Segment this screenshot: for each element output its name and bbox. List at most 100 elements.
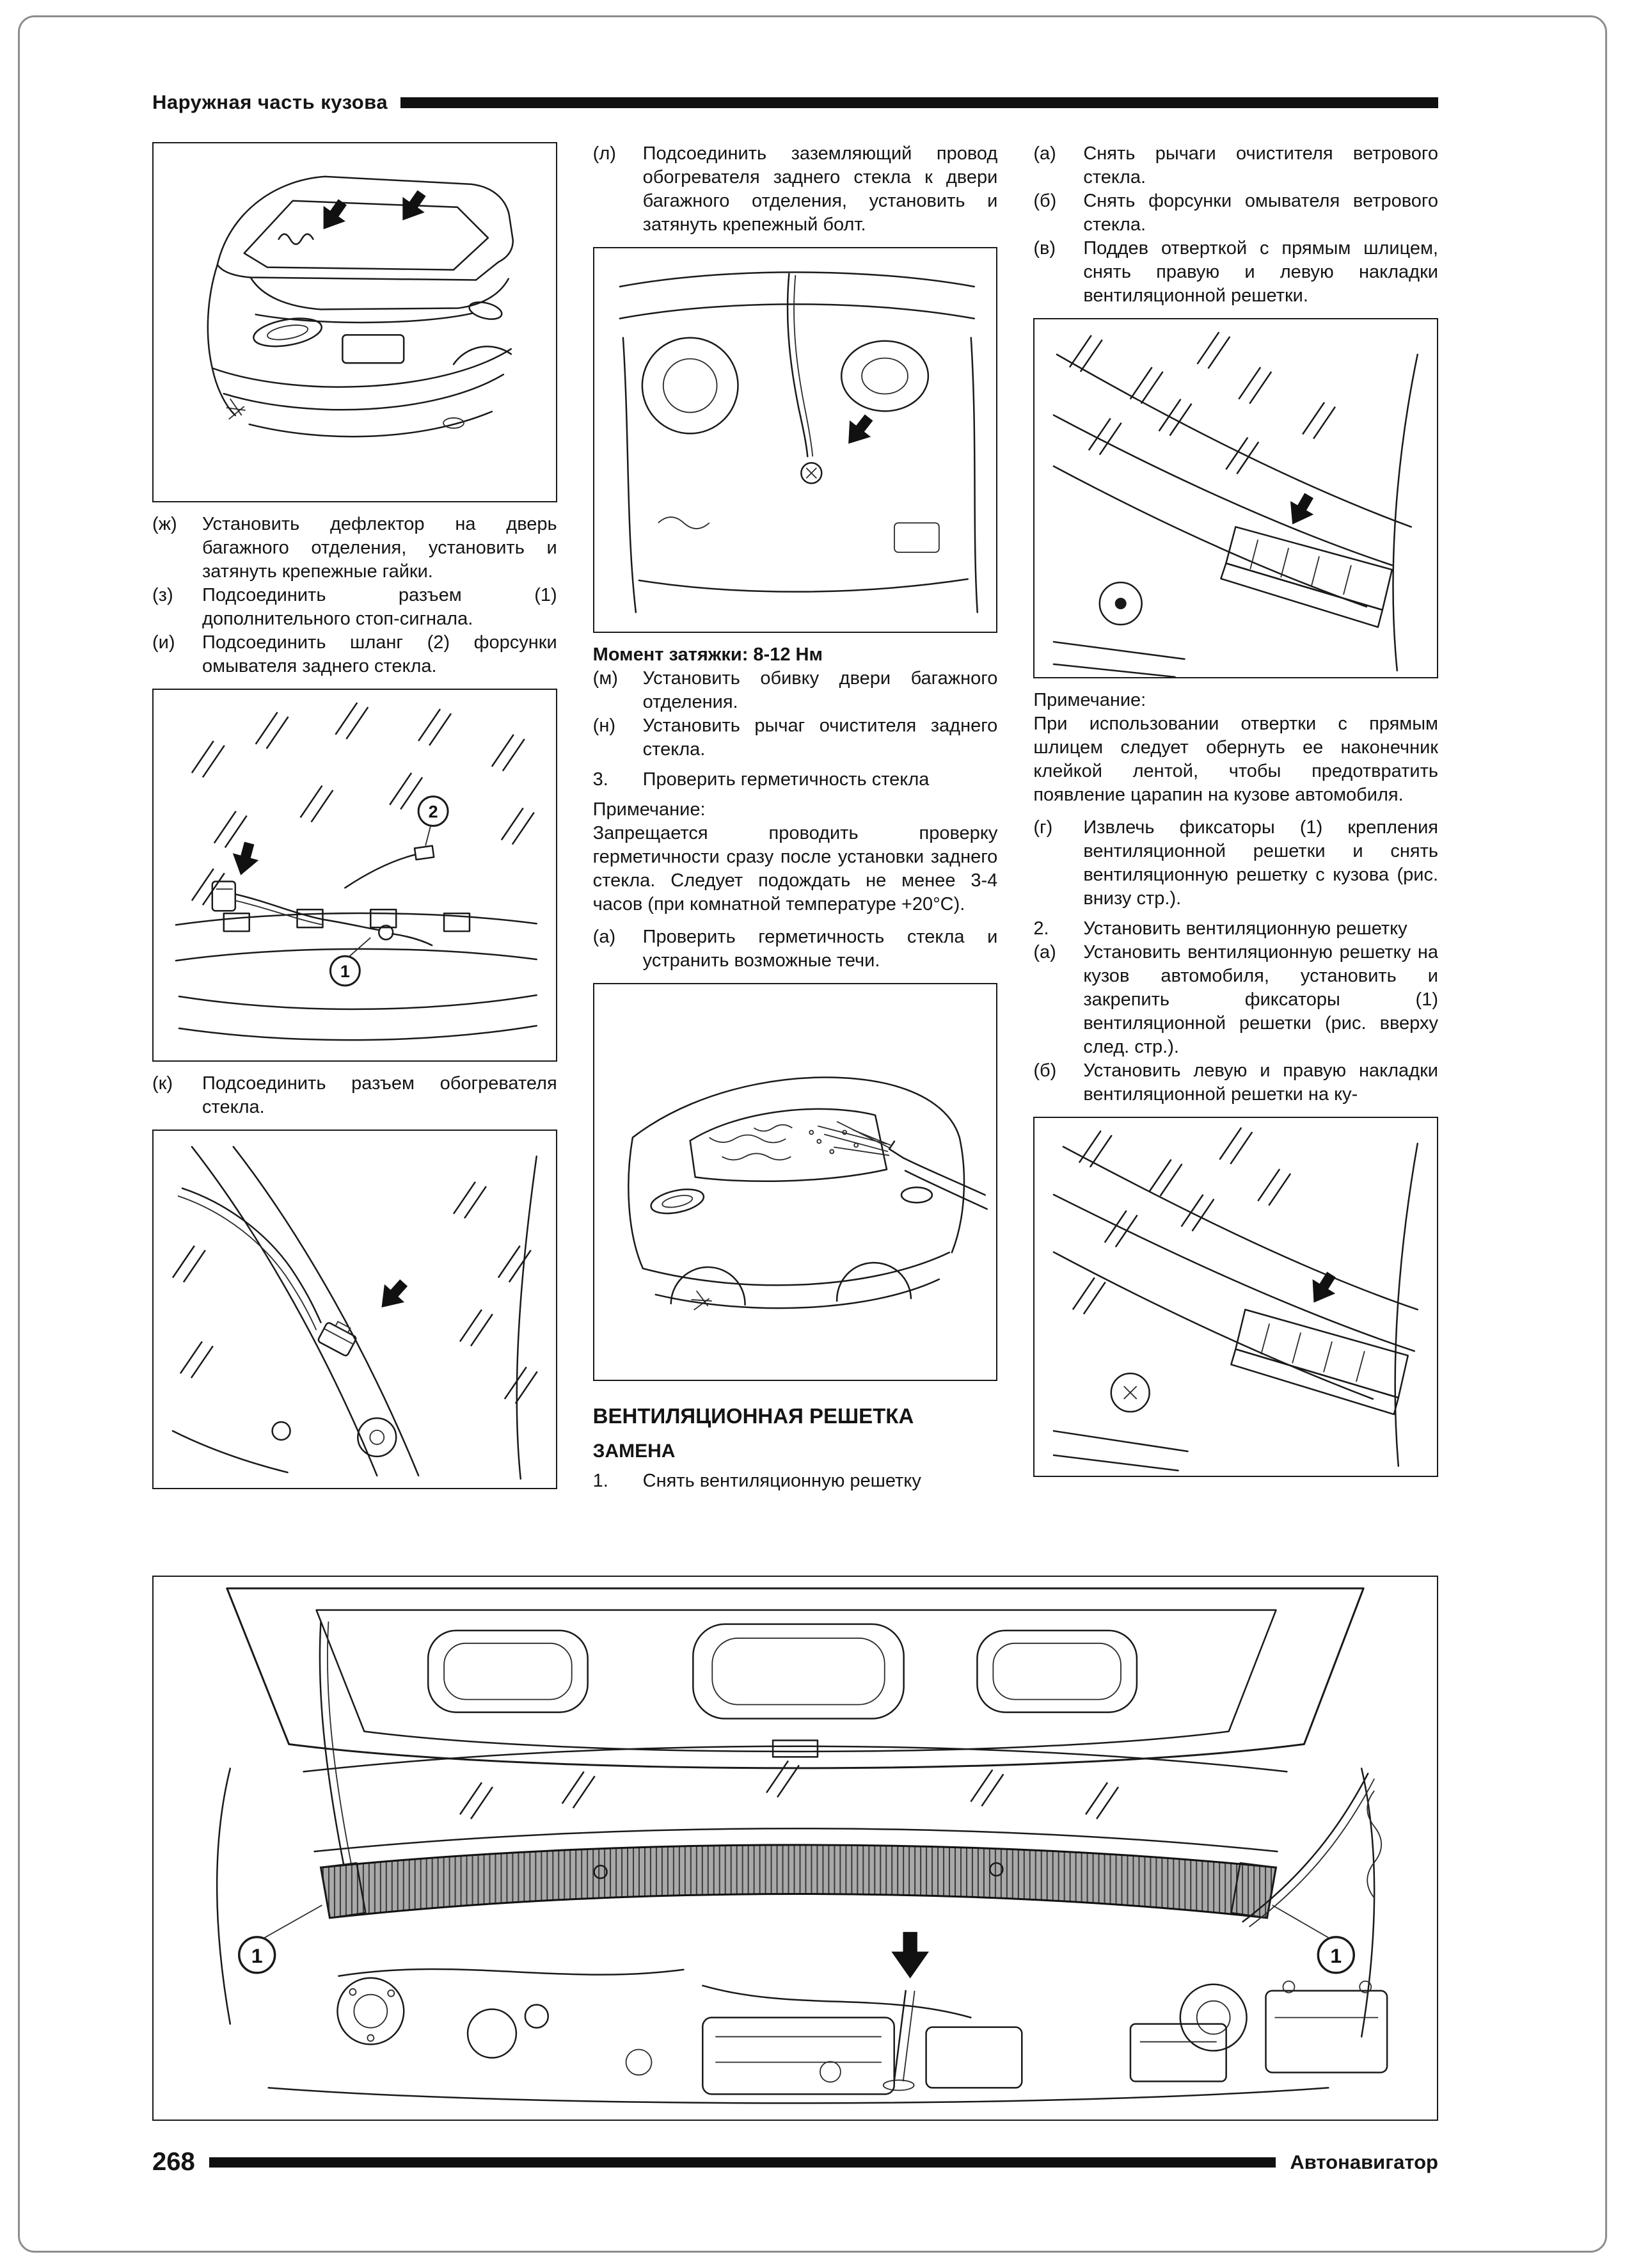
page-number: 268 (152, 2148, 195, 2176)
list-item: (г) Извлечь фиксаторы (1) крепления венти… (1033, 816, 1438, 911)
footer-rule-bar (209, 2157, 1276, 2168)
illustration-water-leak-test (627, 1076, 988, 1311)
illustration-car-rear-open-hatch (207, 175, 514, 438)
subsection-title: ЗАМЕНА (592, 1441, 676, 1462)
column-1: (ж)Установить дефлектор на дверь багажно… (152, 142, 557, 1499)
item-label: (л) (592, 143, 616, 164)
list-item: (н) Установить рычаг очистителя заднего с… (593, 714, 998, 762)
footer-brand: Автонавигатор (1290, 2150, 1438, 2173)
arrow-icon (837, 409, 880, 452)
content-columns: (ж)Установить дефлектор на дверь багажно… (152, 142, 1438, 1499)
list-item: (б)Снять форсунки омывателя ветрового ст… (1033, 189, 1438, 237)
item-text: Извлечь фиксаторы (1) крепления вентиляц… (1083, 817, 1438, 909)
arrow-icon (1281, 488, 1321, 531)
stop-signal-connector (211, 880, 236, 912)
figure-defogger-connector (152, 1129, 557, 1490)
step-text: Установить вентиляционную решетку (1083, 918, 1407, 939)
callout-circle (417, 795, 449, 827)
ventilation-grille (319, 1844, 1278, 1919)
list-item: (з) Подсоединить разъем (1) дополнительно… (152, 584, 557, 631)
arrow-icon (891, 1931, 929, 1979)
list-item: (м) Установить обивку двери багажного отд… (593, 667, 998, 714)
item-text: Подсоединить заземляющий провод обогрева… (642, 143, 998, 235)
water-hose (902, 1156, 986, 1196)
item-label: (м) (592, 667, 618, 689)
arrow-icon (312, 194, 354, 237)
callout-right: 1 (1330, 1944, 1342, 1967)
column-2: (л) Подсоединить заземляющий провод обогр… (592, 142, 998, 1499)
step-number: 3. (592, 769, 608, 790)
heater-connector (317, 1320, 357, 1356)
item-label: (г) (1033, 817, 1053, 838)
item-text: Подсоединить шланг (2) форсунки омывател… (202, 632, 557, 676)
step-item: 2. Установить вентиляционную решетку (1033, 917, 1438, 941)
item-text: Установить обивку двери багажного отделе… (642, 667, 998, 712)
header-rule-bar (400, 97, 1438, 108)
column-3: (а) Снять рычаги очистителя ветрового сте… (1033, 142, 1438, 1499)
item-text: Поддев отверткой с прямым шлицем, снять … (1083, 238, 1438, 306)
hood-underside (226, 1587, 1365, 1769)
water-spray (809, 1121, 891, 1156)
note-label: Примечание: (592, 799, 706, 820)
arrow-icon (371, 1274, 414, 1316)
item-text: Установить вентиляционную решетку на куз… (1083, 941, 1438, 1057)
callout-circle (237, 1936, 276, 1974)
list-item: (л) Подсоединить заземляющий провод обогр… (593, 142, 998, 237)
figure-tailgate-deflector (152, 142, 557, 502)
wiper-pivot (1110, 1372, 1151, 1413)
list-item: (а) Проверить герметичность стекла и устр… (593, 925, 998, 973)
list-item: (к)Подсоединить разъем обогревателя стек… (152, 1072, 557, 1119)
step-text: Снять вентиляционную решетку (642, 1471, 921, 1492)
illustration-defogger-connector (171, 1146, 538, 1480)
wiper-arm (1242, 1773, 1369, 1923)
item-label: (ж) (152, 513, 177, 534)
figure-cowl-trim-removal (1033, 318, 1438, 678)
step-number: 2. (1033, 918, 1049, 939)
illustration-cowl-trim (1053, 331, 1419, 677)
step-text: Проверить герметичность стекла (642, 769, 930, 790)
figure-cowl-trim-install (1033, 1116, 1438, 1477)
list-item: (ж)Установить дефлектор на дверь багажно… (152, 513, 557, 584)
callout-circle (1317, 1936, 1355, 1974)
item-label: (н) (592, 715, 615, 736)
figure-tailgate-wiring: 2 1 (152, 688, 557, 1062)
illustration-engine-bay: 1 1 (216, 1587, 1388, 2104)
item-label: (а) (1033, 941, 1056, 962)
figure-leak-test (592, 982, 998, 1382)
figure-engine-bay-cowl-grille: 1 1 (152, 1576, 1438, 2121)
item-text: Проверить герметичность стекла и устрани… (642, 926, 998, 971)
item-text: Установить рычаг очистителя заднего стек… (642, 715, 998, 760)
item-label: (и) (152, 632, 175, 653)
item-text: Установить левую и правую накладки венти… (1083, 1060, 1438, 1105)
illustration-cowl-trim-install (1053, 1126, 1419, 1471)
step-number: 1. (592, 1471, 608, 1492)
figure-ground-wire (592, 247, 998, 633)
illustration-ground-wire (619, 271, 978, 614)
callout-2: 2 (429, 802, 438, 821)
tailgate-glass (243, 200, 489, 271)
illustration-tailgate-wiring: 2 1 (175, 701, 537, 1041)
callout-1: 1 (340, 962, 350, 981)
callout-left: 1 (251, 1944, 263, 1967)
washer-nozzle (413, 845, 435, 861)
page-header-title: Наружная часть кузова (152, 91, 388, 113)
ring-terminal (800, 462, 823, 484)
page-header: Наружная часть кузова (152, 91, 1438, 114)
item-label: (к) (152, 1073, 173, 1094)
item-label: (б) (1033, 191, 1057, 211)
note-text: При использовании отвертки с прямым шлиц… (1033, 713, 1438, 805)
torque-spec: Момент затяжки: 8-12 Нм (592, 644, 823, 665)
list-item: (а) Установить вентиляционную решетку на … (1033, 941, 1438, 1059)
item-label: (а) (592, 926, 616, 947)
list-item: (а) Снять рычаги очистителя ветрового сте… (1033, 142, 1438, 189)
arrow-icon (228, 839, 262, 879)
list-item: (и) Подсоединить шланг (2) форсунки омыва… (152, 631, 557, 678)
list-item: (в) Поддев отверткой с прямым шлицем, сня… (1033, 237, 1438, 308)
item-text: Снять рычаги очистителя ветрового стекла… (1083, 143, 1438, 188)
item-label: (б) (1033, 1060, 1057, 1081)
item-label: (з) (152, 584, 173, 605)
item-label: (в) (1033, 238, 1056, 259)
item-text: Подсоединить разъем (1) дополнительного … (202, 584, 557, 629)
item-label: (а) (1033, 143, 1056, 164)
